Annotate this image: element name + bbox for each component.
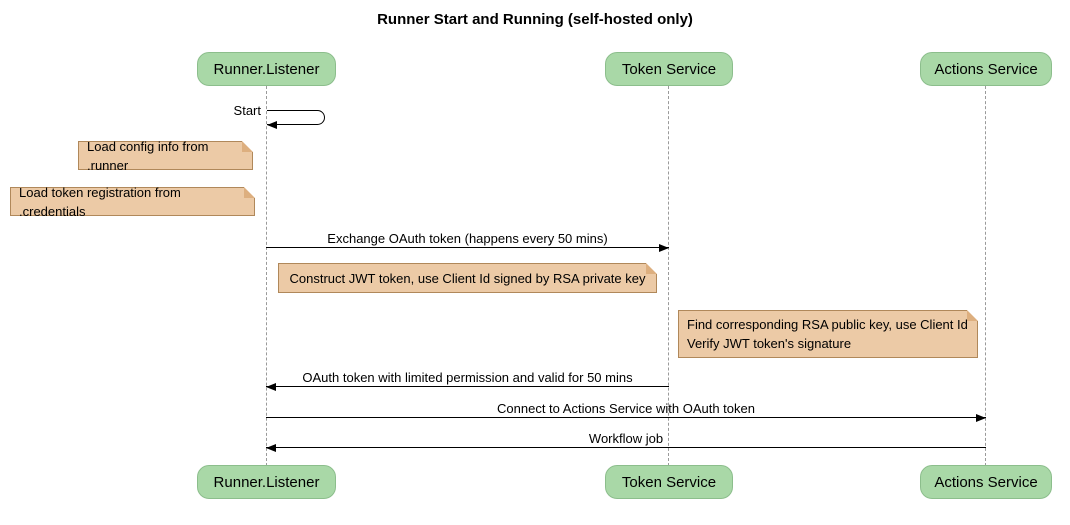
message-connect-actions-line [266, 414, 986, 422]
note-load-token-registration-text: Load token registration from .credential… [19, 184, 181, 219]
message-start-self-loop [267, 110, 325, 125]
note-load-config-text: Load config info from .runner [87, 138, 209, 173]
message-workflow-job-label: Workflow job [588, 431, 664, 446]
lifeline-token-service [668, 86, 669, 466]
lifeline-actions-service [985, 86, 986, 466]
note-load-token-registration: Load token registration from .credential… [10, 185, 255, 219]
message-start-label: Start [233, 103, 261, 118]
arrowhead-left-icon [266, 383, 276, 391]
participant-actions-service-top: Actions Service [920, 52, 1052, 86]
message-oauth-return-line [266, 383, 669, 391]
note-find-rsa-key-line1: Find corresponding RSA public key, use C… [687, 317, 968, 332]
participant-token-service-bottom: Token Service [605, 465, 733, 499]
message-oauth-return: OAuth token with limited permission and … [266, 370, 669, 391]
note-construct-jwt: Construct JWT token, use Client Id signe… [278, 263, 657, 293]
arrowhead-left-icon [266, 444, 276, 452]
message-start-arrowhead-icon [267, 121, 277, 129]
message-exchange-oauth-label: Exchange OAuth token (happens every 50 m… [327, 231, 608, 246]
message-exchange-oauth: Exchange OAuth token (happens every 50 m… [266, 231, 669, 252]
message-connect-actions: Connect to Actions Service with OAuth to… [266, 401, 986, 422]
participant-runner-listener-top: Runner.Listener [197, 52, 336, 86]
note-find-rsa-key: Find corresponding RSA public key, use C… [678, 310, 978, 358]
diagram-title: Runner Start and Running (self-hosted on… [377, 11, 693, 28]
message-oauth-return-label: OAuth token with limited permission and … [302, 370, 633, 385]
participant-actions-service-bottom: Actions Service [920, 465, 1052, 499]
note-construct-jwt-text: Construct JWT token, use Client Id signe… [289, 270, 646, 286]
participant-token-service-top: Token Service [605, 52, 733, 86]
message-workflow-job: Workflow job [266, 431, 986, 452]
lifeline-runner-listener [266, 86, 267, 466]
participant-runner-listener-bottom: Runner.Listener [197, 465, 336, 499]
note-load-config: Load config info from .runner [78, 139, 253, 173]
note-find-rsa-key-line2: Verify JWT token's signature [687, 336, 852, 351]
arrowhead-right-icon [976, 414, 986, 422]
message-workflow-job-line [266, 444, 986, 452]
message-exchange-oauth-line [266, 244, 669, 252]
arrowhead-right-icon [659, 244, 669, 252]
message-connect-actions-label: Connect to Actions Service with OAuth to… [497, 401, 755, 416]
